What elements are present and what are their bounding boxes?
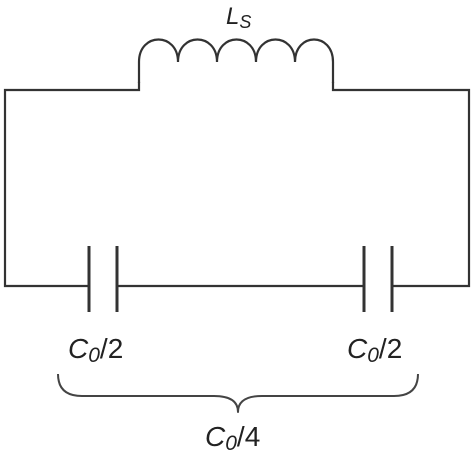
equivalent-capacitance-label: C0/4 [205, 421, 260, 455]
inductor-coil [137, 38, 335, 83]
grouping-brace [57, 373, 419, 413]
capacitor-right-symbol: C [347, 333, 368, 364]
equivalent-subscript: 0 [225, 432, 237, 455]
capacitor-right-divisor: /2 [379, 333, 402, 364]
capacitor-left-symbol: C [68, 333, 89, 364]
capacitor-left-label: C0/2 [68, 333, 123, 367]
wire-right-top [331, 81, 471, 288]
inductor-subscript: S [239, 12, 251, 32]
capacitor-left-divisor: /2 [100, 333, 123, 364]
capacitor-right-subscript: 0 [367, 344, 379, 367]
equivalent-symbol: C [205, 421, 226, 452]
capacitor-right-label: C0/2 [347, 333, 402, 367]
inductor-symbol: L [226, 3, 239, 30]
capacitor-left-subscript: 0 [88, 344, 100, 367]
inductor-label: LS [226, 3, 251, 32]
wire-left-top [3, 81, 141, 288]
equivalent-divisor: /4 [237, 421, 260, 452]
